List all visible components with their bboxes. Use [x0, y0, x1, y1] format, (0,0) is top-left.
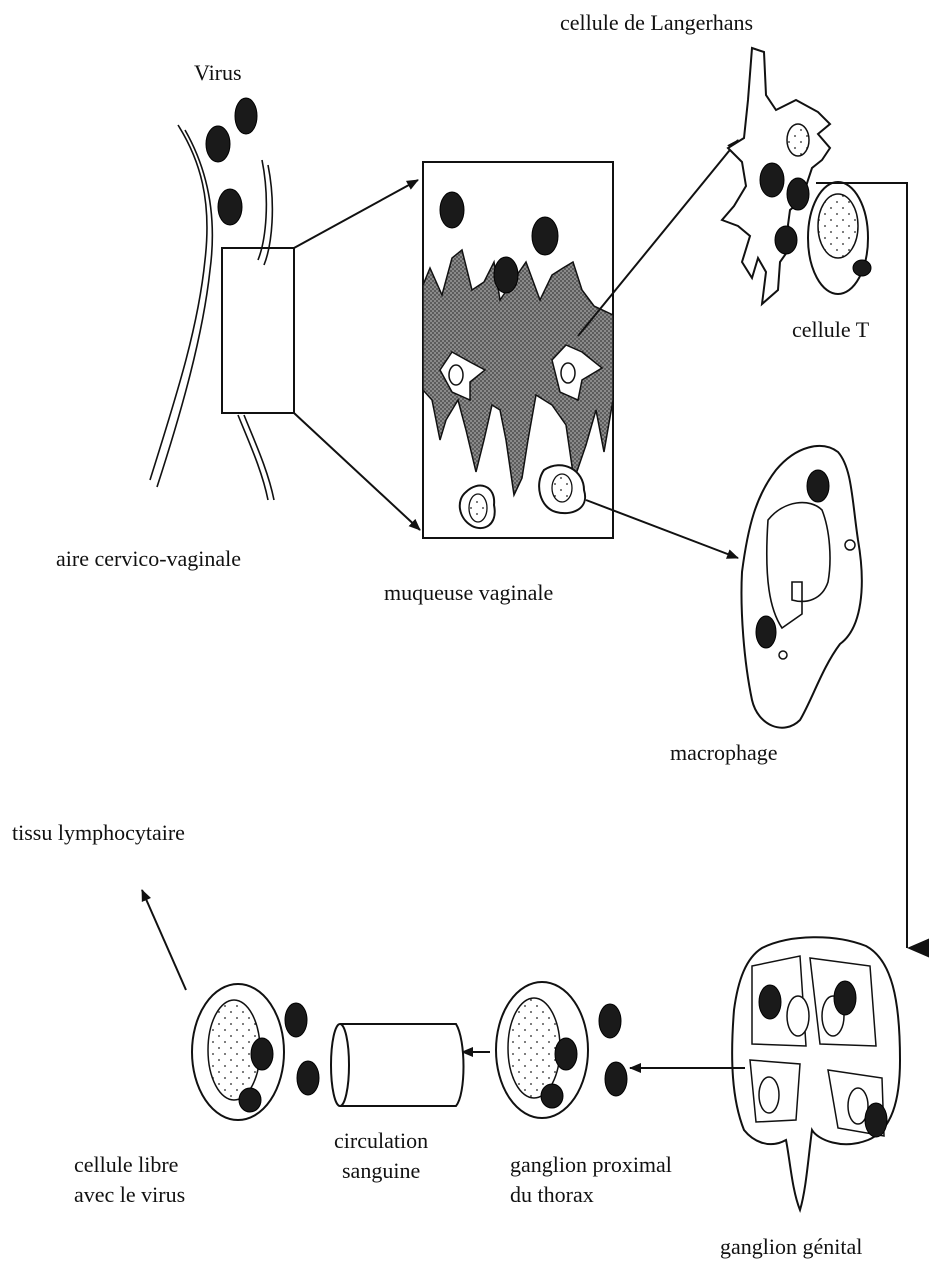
label-cellule-libre-line2: avec le virus: [74, 1182, 185, 1207]
label-cellule-libre: cellule libre avec le virus: [74, 1152, 185, 1207]
label-cellule-de-langerhans: cellule de Langerhans: [560, 10, 753, 35]
virus-particle: [807, 470, 829, 502]
virus-particle: [865, 1103, 887, 1137]
t-cell: [808, 182, 871, 294]
cervico-vaginal-area: [150, 98, 294, 500]
arrow-to-lymphoid-tissue: [142, 890, 186, 990]
virus-particle: [775, 226, 797, 254]
label-circulation-sanguine: circulation sanguine: [334, 1128, 434, 1183]
label-muqueuse-vaginale: muqueuse vaginale: [384, 580, 553, 605]
virus-particle: [759, 985, 781, 1019]
virus-particle: [440, 192, 464, 228]
arrow-zoom-top: [294, 180, 418, 248]
label-aire-cervico-vaginale: aire cervico-vaginale: [56, 546, 241, 571]
label-macrophage: macrophage: [670, 740, 778, 765]
virus-particle: [239, 1088, 261, 1112]
proximal-ganglion-cell: [496, 982, 588, 1118]
vaginal-mucosa: [423, 162, 613, 538]
virus-particle: [555, 1038, 577, 1070]
arrow-zoom-bottom: [294, 413, 420, 530]
label-ganglion-genital: ganglion génital: [720, 1234, 862, 1259]
virus-particle: [285, 1003, 307, 1037]
virus-particle: [494, 257, 518, 293]
label-circulation-line1: circulation: [334, 1128, 428, 1153]
label-circulation-line2: sanguine: [342, 1158, 420, 1183]
label-ganglion-proximal: ganglion proximal du thorax: [510, 1152, 677, 1207]
zoom-box: [222, 248, 294, 413]
virus-particle: [206, 126, 230, 162]
label-cellule-t: cellule T: [792, 317, 870, 342]
label-ganglion-proximal-line2: du thorax: [510, 1182, 594, 1207]
virus-particle: [760, 163, 784, 197]
virus-particle: [756, 616, 776, 648]
label-cellule-libre-line1: cellule libre: [74, 1152, 178, 1177]
virus-particle: [787, 178, 809, 210]
arrow-to-langerhans: [578, 140, 738, 336]
virus-particle: [605, 1062, 627, 1096]
virus-particle: [599, 1004, 621, 1038]
virus-particle: [235, 98, 257, 134]
macrophage-cell: [741, 446, 861, 728]
virus-particle: [834, 981, 856, 1015]
virus-particle: [297, 1061, 319, 1095]
arrow-to-macrophage: [586, 500, 738, 558]
virus-particle: [532, 217, 558, 255]
virus-particle: [853, 260, 871, 276]
genital-ganglion: [732, 937, 900, 1210]
virus-particle: [218, 189, 242, 225]
virus-particle: [541, 1084, 563, 1108]
virus-particle: [251, 1038, 273, 1070]
label-ganglion-proximal-line1: ganglion proximal: [510, 1152, 672, 1177]
label-virus: Virus: [194, 60, 242, 85]
label-tissu-lymphocytaire: tissu lymphocytaire: [12, 820, 185, 845]
free-cell-with-virus: [192, 984, 284, 1120]
blood-circulation-vessel: [331, 1024, 464, 1106]
